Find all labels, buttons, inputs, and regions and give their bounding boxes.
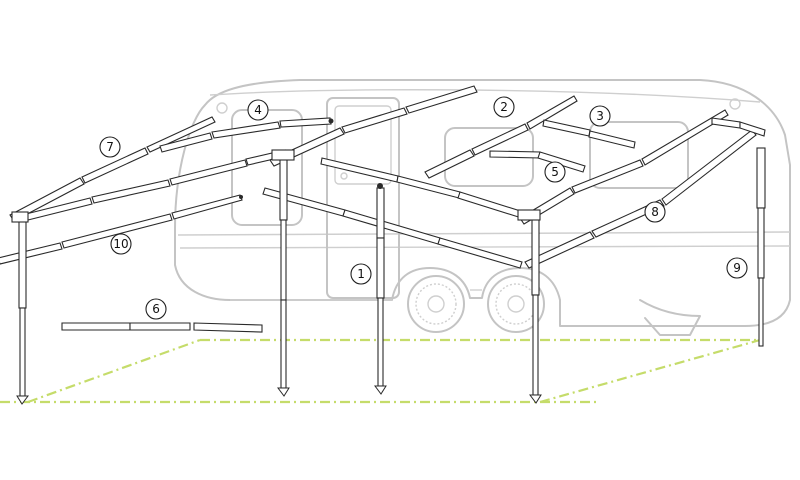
connector-fittings [11,149,541,223]
svg-text:1: 1 [357,267,365,281]
rafter-pole-4 [159,117,334,153]
svg-text:6: 6 [152,302,160,316]
svg-text:10: 10 [113,237,128,251]
upright-leg-2 [277,157,290,397]
part-marker-7: 7 [99,136,121,158]
upper-mid-rail [320,157,531,221]
pole-3 [542,119,636,149]
part-marker-5: 5 [544,161,566,183]
awning-poles [0,85,766,405]
caravan-outline [174,79,791,336]
part-marker-1: 1 [350,263,372,285]
svg-text:4: 4 [254,103,262,117]
part-marker-2: 2 [493,96,515,118]
svg-text:5: 5 [551,165,559,179]
svg-text:8: 8 [651,205,659,219]
part-marker-6: 6 [145,298,167,320]
svg-text:7: 7 [106,140,114,154]
part-marker-8: 8 [644,201,666,223]
svg-text:3: 3 [596,109,604,123]
upright-leg-9 [756,147,766,347]
svg-text:9: 9 [733,261,741,275]
part-marker-10: 10 [110,233,132,255]
part-marker-4: 4 [247,99,269,121]
part-marker-9: 9 [726,257,748,279]
upright-leg-3 [529,214,542,404]
upper-right-bar [711,117,766,137]
part-markers: 1 2 3 4 5 6 7 8 9 10 [99,96,748,320]
pole-5 [489,150,586,173]
awning-footprint [0,338,761,404]
pole-6 [61,322,263,333]
rafter-pole-7 [9,116,216,222]
eave-rail-left [17,149,288,223]
upright-leg-left [16,217,29,405]
svg-text:2: 2 [500,100,508,114]
part-marker-3: 3 [589,105,611,127]
rafter-pole-10 [0,194,243,265]
rafter-pole-2 [424,95,578,179]
upright-leg-1 [374,183,387,395]
